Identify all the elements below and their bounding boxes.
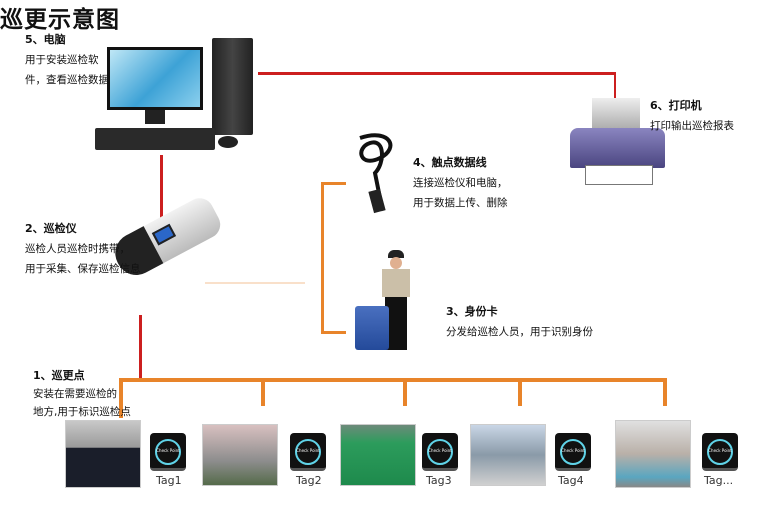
checkpoint-tag-4: Check Point — [555, 433, 591, 471]
guard-figure — [378, 250, 414, 350]
tag-label-3: Tag3 — [426, 474, 452, 487]
diagram-title: 巡更示意图 — [0, 7, 120, 33]
cable-branch — [321, 182, 346, 185]
data-cable-icon — [359, 133, 393, 214]
printer-drop-line — [614, 72, 616, 100]
reader-checkpoint-line — [139, 315, 142, 380]
printer-icon — [570, 98, 665, 188]
computer-heading: 5、电脑 — [25, 33, 66, 46]
photo-building-gate — [202, 424, 278, 486]
checkpoint-tag-3: Check Point — [422, 433, 458, 471]
checkpoint-label: 1、巡更点 安装在需要巡检的 地方,用于标识巡检点 — [33, 367, 131, 421]
reader-label: 2、巡检仪 巡检人员巡检时携带， 用于采集、保存巡检信息 — [25, 219, 141, 279]
drop-5 — [663, 378, 667, 406]
idcard-label: 3、身份卡 分发给巡检人员，用于识别身份 — [446, 302, 593, 342]
checkpoint-heading: 1、巡更点 — [33, 369, 85, 382]
tag-label-4: Tag4 — [558, 474, 584, 487]
drop-3 — [403, 378, 407, 406]
reader-branch — [205, 282, 305, 284]
tag-label-2: Tag2 — [296, 474, 322, 487]
printer-heading: 6、打印机 — [650, 99, 702, 112]
id-card-icon — [355, 306, 389, 350]
cable-desc-2: 用于数据上传、删除 — [413, 197, 508, 209]
drop-1 — [119, 378, 123, 418]
reader-desc-2: 用于采集、保存巡检信息 — [25, 263, 141, 275]
drop-2 — [261, 378, 265, 406]
tag-label-5: Tag... — [704, 474, 734, 487]
idcard-desc-1: 分发给巡检人员，用于识别身份 — [446, 326, 593, 338]
checkpoint-bus — [119, 378, 667, 382]
computer-desc-1: 用于安装巡检软 — [25, 54, 99, 66]
checkpoint-desc-2: 地方,用于标识巡检点 — [33, 406, 131, 418]
cable-heading: 4、触点数据线 — [413, 156, 487, 169]
reader-desc-1: 巡检人员巡检时携带， — [25, 243, 130, 255]
cable-card-line — [321, 182, 324, 334]
checkpoint-desc-1: 安装在需要巡检的 — [33, 388, 117, 400]
printer-label: 6、打印机 打印输出巡检报表 — [650, 96, 734, 136]
photo-security-guards — [65, 420, 141, 488]
checkpoint-tag-1: Check Point — [150, 433, 186, 471]
cable-desc-1: 连接巡检仪和电脑， — [413, 177, 508, 189]
idcard-heading: 3、身份卡 — [446, 305, 498, 318]
printer-desc-1: 打印输出巡检报表 — [650, 120, 734, 132]
checkpoint-tag-2: Check Point — [290, 433, 326, 471]
photo-office — [470, 424, 546, 486]
computer-printer-line — [258, 72, 616, 75]
tag-label-1: Tag1 — [156, 474, 182, 487]
drop-4 — [518, 378, 522, 406]
photo-plaza — [615, 420, 691, 488]
reader-heading: 2、巡检仪 — [25, 222, 77, 235]
checkpoint-tag-5: Check Point — [702, 433, 738, 471]
photo-parking-garage — [340, 424, 416, 486]
computer-reader-line — [160, 155, 163, 218]
computer-desc-2: 件，查看巡检数据 — [25, 74, 109, 86]
cable-label: 4、触点数据线 连接巡检仪和电脑， 用于数据上传、删除 — [413, 153, 508, 213]
card-branch — [321, 331, 346, 334]
computer-icon — [95, 38, 255, 153]
computer-label: 5、电脑 用于安装巡检软 件，查看巡检数据 — [25, 30, 109, 90]
